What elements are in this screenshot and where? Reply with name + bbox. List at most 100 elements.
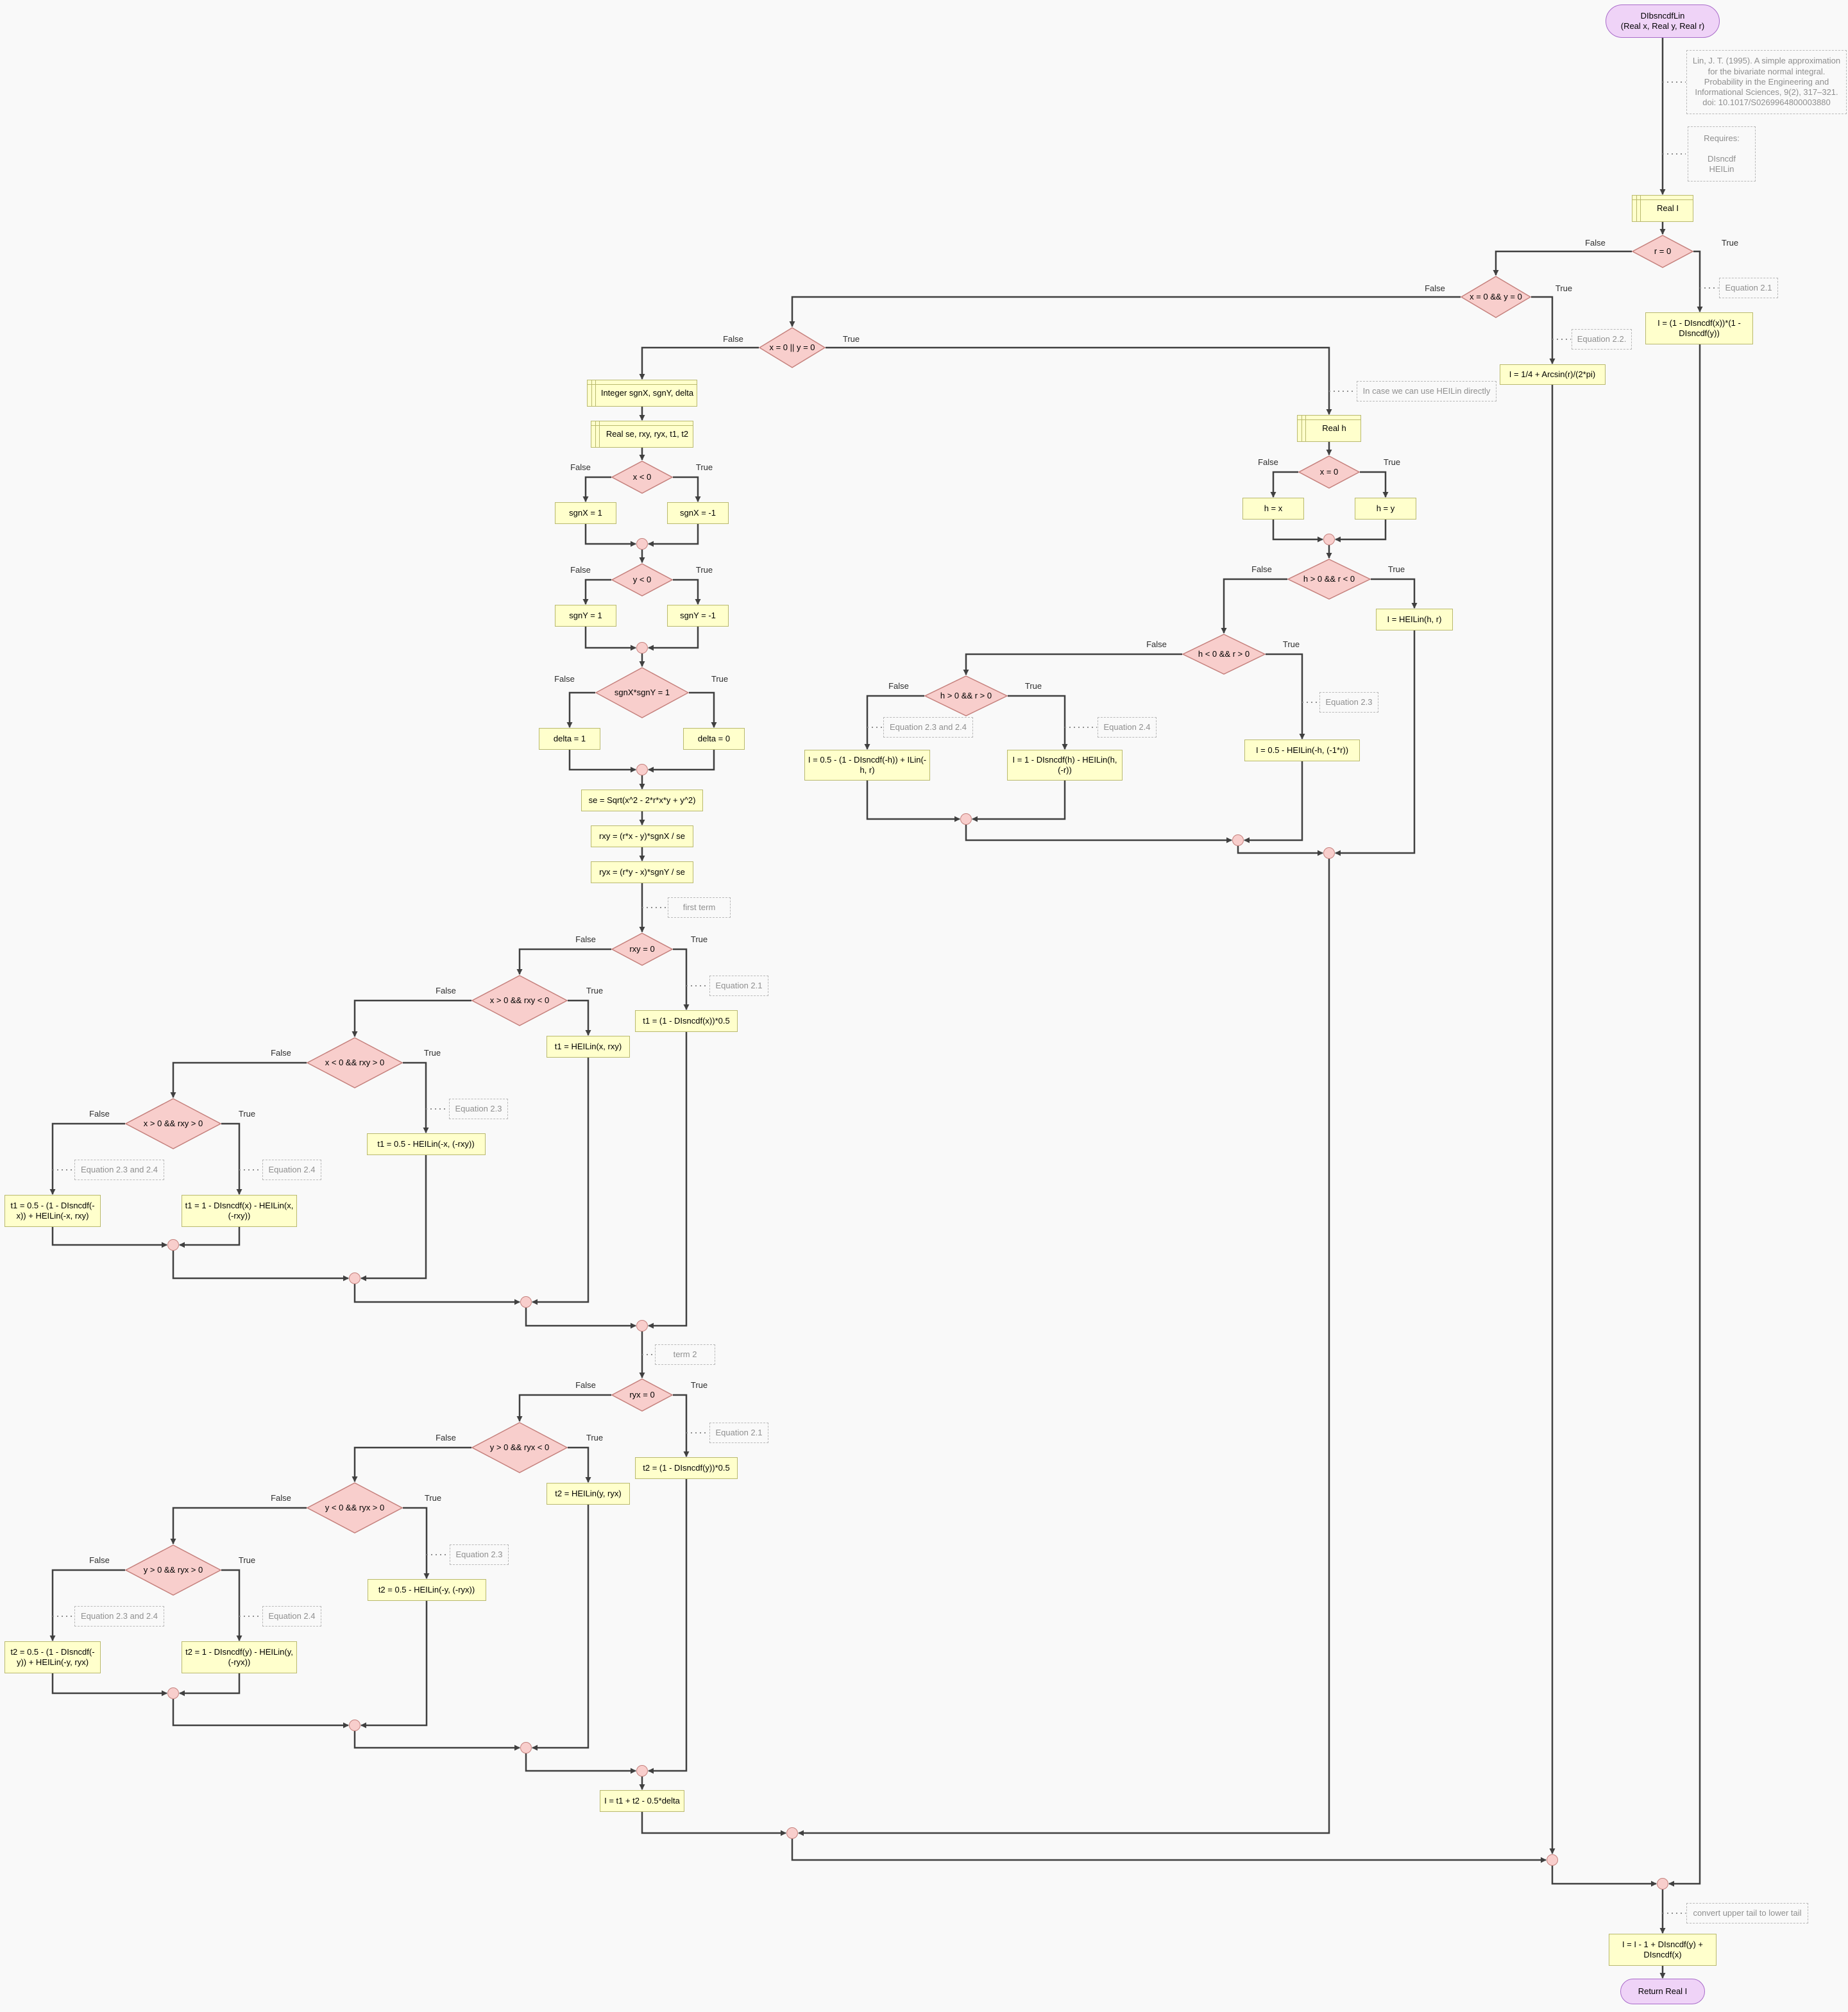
note-equation-2-3-t2[interactable]: Equation 2.3 — [450, 1544, 509, 1565]
note-citation[interactable]: Lin, J. T. (1995). A simple approximatio… — [1686, 50, 1847, 114]
process-i-convert[interactable]: I = I - 1 + DIsncdf(y) + DIsncdf(x) — [1609, 1934, 1717, 1966]
process-i-t1-t2[interactable]: I = t1 + t2 - 0.5*delta — [600, 1790, 684, 1812]
flow-edge — [826, 346, 1332, 415]
note-equation-2-4-h[interactable]: Equation 2.4 — [1098, 717, 1157, 738]
process-sgnx-neg1[interactable]: sgnX = -1 — [667, 502, 729, 524]
branch-label-true: True — [424, 1048, 441, 1058]
process-i-ilin[interactable]: I = 0.5 - (1 - DIsncdf(-h)) + ILin(-h, r… — [804, 750, 930, 781]
process-delta-0[interactable]: delta = 0 — [683, 728, 745, 750]
decision-diamond — [611, 1378, 673, 1412]
decision-x-lt-0-label: x < 0 — [632, 471, 652, 482]
process-rxy[interactable]: rxy = (r*x - y)*sgnX / se — [591, 825, 693, 847]
decision-h-gt0-r-lt0[interactable]: h > 0 && r < 0 — [1287, 559, 1371, 600]
flow-edge — [673, 476, 701, 502]
branch-label-true: True — [843, 334, 860, 344]
start-terminal[interactable]: DIbsncdfLin (Real x, Real y, Real r) — [1606, 4, 1720, 38]
note-convert-tail[interactable]: convert upper tail to lower tail — [1686, 1903, 1808, 1923]
decision-xgt0-rxygt0[interactable]: x > 0 && rxy > 0 — [125, 1098, 221, 1149]
process-t2-eq21[interactable]: t2 = (1 - DIsncdf(y))*0.5 — [635, 1457, 738, 1479]
process-t2-eq24-label: t2 = 1 - DIsncdf(y) - HEILin(y, (-ryx)) — [185, 1646, 293, 1667]
branch-label-false: False — [570, 462, 591, 472]
decision-y-lt-0[interactable]: y < 0 — [611, 563, 673, 596]
process-i-heilin-hr[interactable]: I = HEILin(h, r) — [1376, 609, 1453, 630]
return-terminal[interactable]: Return Real I — [1620, 1979, 1705, 2004]
process-i-eq21[interactable]: I = (1 - DIsncdf(x))*(1 - DIsncdf(y)) — [1645, 312, 1753, 344]
note-equation-2-1-t1[interactable]: Equation 2.1 — [709, 976, 768, 996]
note-equation-2-1-t2[interactable]: Equation 2.1 — [709, 1423, 768, 1443]
merge-sgny — [636, 642, 648, 654]
flow-edge — [673, 948, 690, 1010]
process-t2-heilin[interactable]: t2 = HEILin(y, ryx) — [547, 1483, 630, 1505]
note-equation-2-3-2-4-t2[interactable]: Equation 2.3 and 2.4 — [74, 1606, 164, 1627]
process-t2-eq23[interactable]: t2 = 0.5 - HEILin(-y, (-ryx)) — [367, 1579, 486, 1601]
decision-r-eq-0[interactable]: r = 0 — [1632, 235, 1693, 268]
process-i-heilin-neg[interactable]: I = 0.5 - HEILin(-h, (-1*r)) — [1244, 740, 1360, 761]
flow-edge — [798, 859, 1330, 1836]
flow-edge — [1551, 1866, 1657, 1887]
decision-ryx-eq-0[interactable]: ryx = 0 — [611, 1378, 673, 1412]
process-i-heilin-negr[interactable]: I = 1 - DIsncdf(h) - HEILin(h, (-r)) — [1007, 750, 1123, 781]
process-t1-eq21[interactable]: t1 = (1 - DIsncdf(x))*0.5 — [635, 1010, 738, 1032]
note-term-2[interactable]: term 2 — [655, 1344, 715, 1365]
process-se[interactable]: se = Sqrt(x^2 - 2*r*x*y + y^2) — [581, 790, 703, 811]
decision-ygt0-ryxlt0[interactable]: y > 0 && ryx < 0 — [471, 1422, 568, 1473]
decision-diamond — [759, 327, 826, 368]
note-heilin-directly-label: In case we can use HEILin directly — [1362, 385, 1491, 396]
note-equation-2-2-label: Equation 2.2. — [1577, 334, 1627, 344]
note-equation-2-3-h[interactable]: Equation 2.3 — [1319, 692, 1378, 713]
note-equation-2-1-top[interactable]: Equation 2.1 — [1719, 278, 1778, 298]
start-terminal-label: DIbsncdfLin (Real x, Real y, Real r) — [1620, 10, 1705, 31]
note-equation-2-4-t2[interactable]: Equation 2.4 — [262, 1606, 321, 1627]
decision-diamond — [611, 563, 673, 596]
process-i-eq21-label: I = (1 - DIsncdf(x))*(1 - DIsncdf(y)) — [1657, 317, 1741, 338]
process-i-eq22[interactable]: I = 1/4 + Arcsin(r)/(2*pi) — [1499, 364, 1606, 385]
process-t1-eq23[interactable]: t1 = 0.5 - HEILin(-x, (-rxy)) — [366, 1133, 486, 1155]
decision-x0-and-y0[interactable]: x = 0 && y = 0 — [1461, 276, 1531, 318]
note-equation-2-3-2-4-h[interactable]: Equation 2.3 and 2.4 — [883, 717, 973, 738]
declare-real-i[interactable]: Real I — [1632, 195, 1693, 222]
decision-diamond — [471, 975, 568, 1026]
decision-h-gt0-r-gt0[interactable]: h > 0 && r > 0 — [924, 675, 1008, 716]
merge-sgnx — [636, 538, 648, 550]
process-t1-eq24[interactable]: t1 = 1 - DIsncdf(x) - HEILin(x, (-rxy)) — [182, 1195, 297, 1227]
declare-integer-sgn[interactable]: Integer sgnX, sgnY, delta — [587, 380, 697, 407]
process-ryx[interactable]: ryx = (r*y - x)*sgnY / se — [591, 861, 693, 883]
decision-xgt0-rxylt0[interactable]: x > 0 && rxy < 0 — [471, 975, 568, 1026]
process-t2-eq24[interactable]: t2 = 1 - DIsncdf(y) - HEILin(y, (-ryx)) — [182, 1641, 297, 1673]
declare-real-h-label: Real h — [1322, 423, 1346, 433]
note-first-term[interactable]: first term — [668, 897, 731, 918]
decision-rxy-eq-0[interactable]: rxy = 0 — [611, 933, 673, 966]
note-requires[interactable]: Requires: DIsncdf HEILin — [1688, 126, 1756, 182]
note-equation-2-2[interactable]: Equation 2.2. — [1572, 329, 1632, 350]
decision-ygt0-ryxgt0[interactable]: y > 0 && ryx > 0 — [125, 1544, 221, 1596]
process-sgny-1[interactable]: sgnY = 1 — [555, 605, 616, 627]
decision-xlt0-rxygt0[interactable]: x < 0 && rxy > 0 — [307, 1037, 403, 1088]
process-delta-1[interactable]: delta = 1 — [539, 728, 600, 750]
decision-x-eq-0[interactable]: x = 0 — [1298, 455, 1360, 489]
decision-sgnx-sgny[interactable]: sgnX*sgnY = 1 — [595, 667, 689, 718]
process-sgny-neg1[interactable]: sgnY = -1 — [667, 605, 729, 627]
decision-x0-or-y0[interactable]: x = 0 || y = 0 — [759, 327, 826, 368]
flow-edge — [866, 781, 960, 822]
decision-x-lt-0[interactable]: x < 0 — [611, 461, 673, 494]
branch-label-true: True — [1556, 283, 1572, 293]
note-equation-2-4-t1[interactable]: Equation 2.4 — [262, 1160, 321, 1180]
process-t1-heilin[interactable]: t1 = HEILin(x, rxy) — [547, 1036, 630, 1058]
process-sgnx-1[interactable]: sgnX = 1 — [555, 502, 616, 524]
process-i-heilin-hr-label: I = HEILin(h, r) — [1387, 614, 1442, 624]
decision-h-lt0-r-gt0[interactable]: h < 0 && r > 0 — [1182, 634, 1266, 675]
process-t2-eq234-label: t2 = 0.5 - (1 - DIsncdf(-y)) + HEILin(-y… — [10, 1646, 95, 1667]
note-equation-2-3-2-4-t1[interactable]: Equation 2.3 and 2.4 — [74, 1160, 164, 1180]
process-h-eq-y[interactable]: h = y — [1355, 498, 1416, 520]
process-t2-eq234[interactable]: t2 = 0.5 - (1 - DIsncdf(-y)) + HEILin(-y… — [4, 1641, 101, 1673]
note-heilin-directly[interactable]: In case we can use HEILin directly — [1357, 381, 1496, 402]
declare-real-se[interactable]: Real se, rxy, ryx, t1, t2 — [591, 421, 693, 448]
process-t2-eq23-label: t2 = 0.5 - HEILin(-y, (-ryx)) — [378, 1584, 475, 1594]
note-equation-2-3-t1[interactable]: Equation 2.3 — [449, 1099, 508, 1119]
declare-real-h[interactable]: Real h — [1297, 415, 1361, 442]
branch-label-false: False — [1425, 283, 1445, 293]
process-t1-eq234[interactable]: t1 = 0.5 - (1 - DIsncdf(-x)) + HEILin(-x… — [4, 1195, 101, 1227]
decision-ylt0-ryxgt0[interactable]: y < 0 && ryx > 0 — [307, 1482, 403, 1534]
process-h-eq-x[interactable]: h = x — [1242, 498, 1304, 520]
